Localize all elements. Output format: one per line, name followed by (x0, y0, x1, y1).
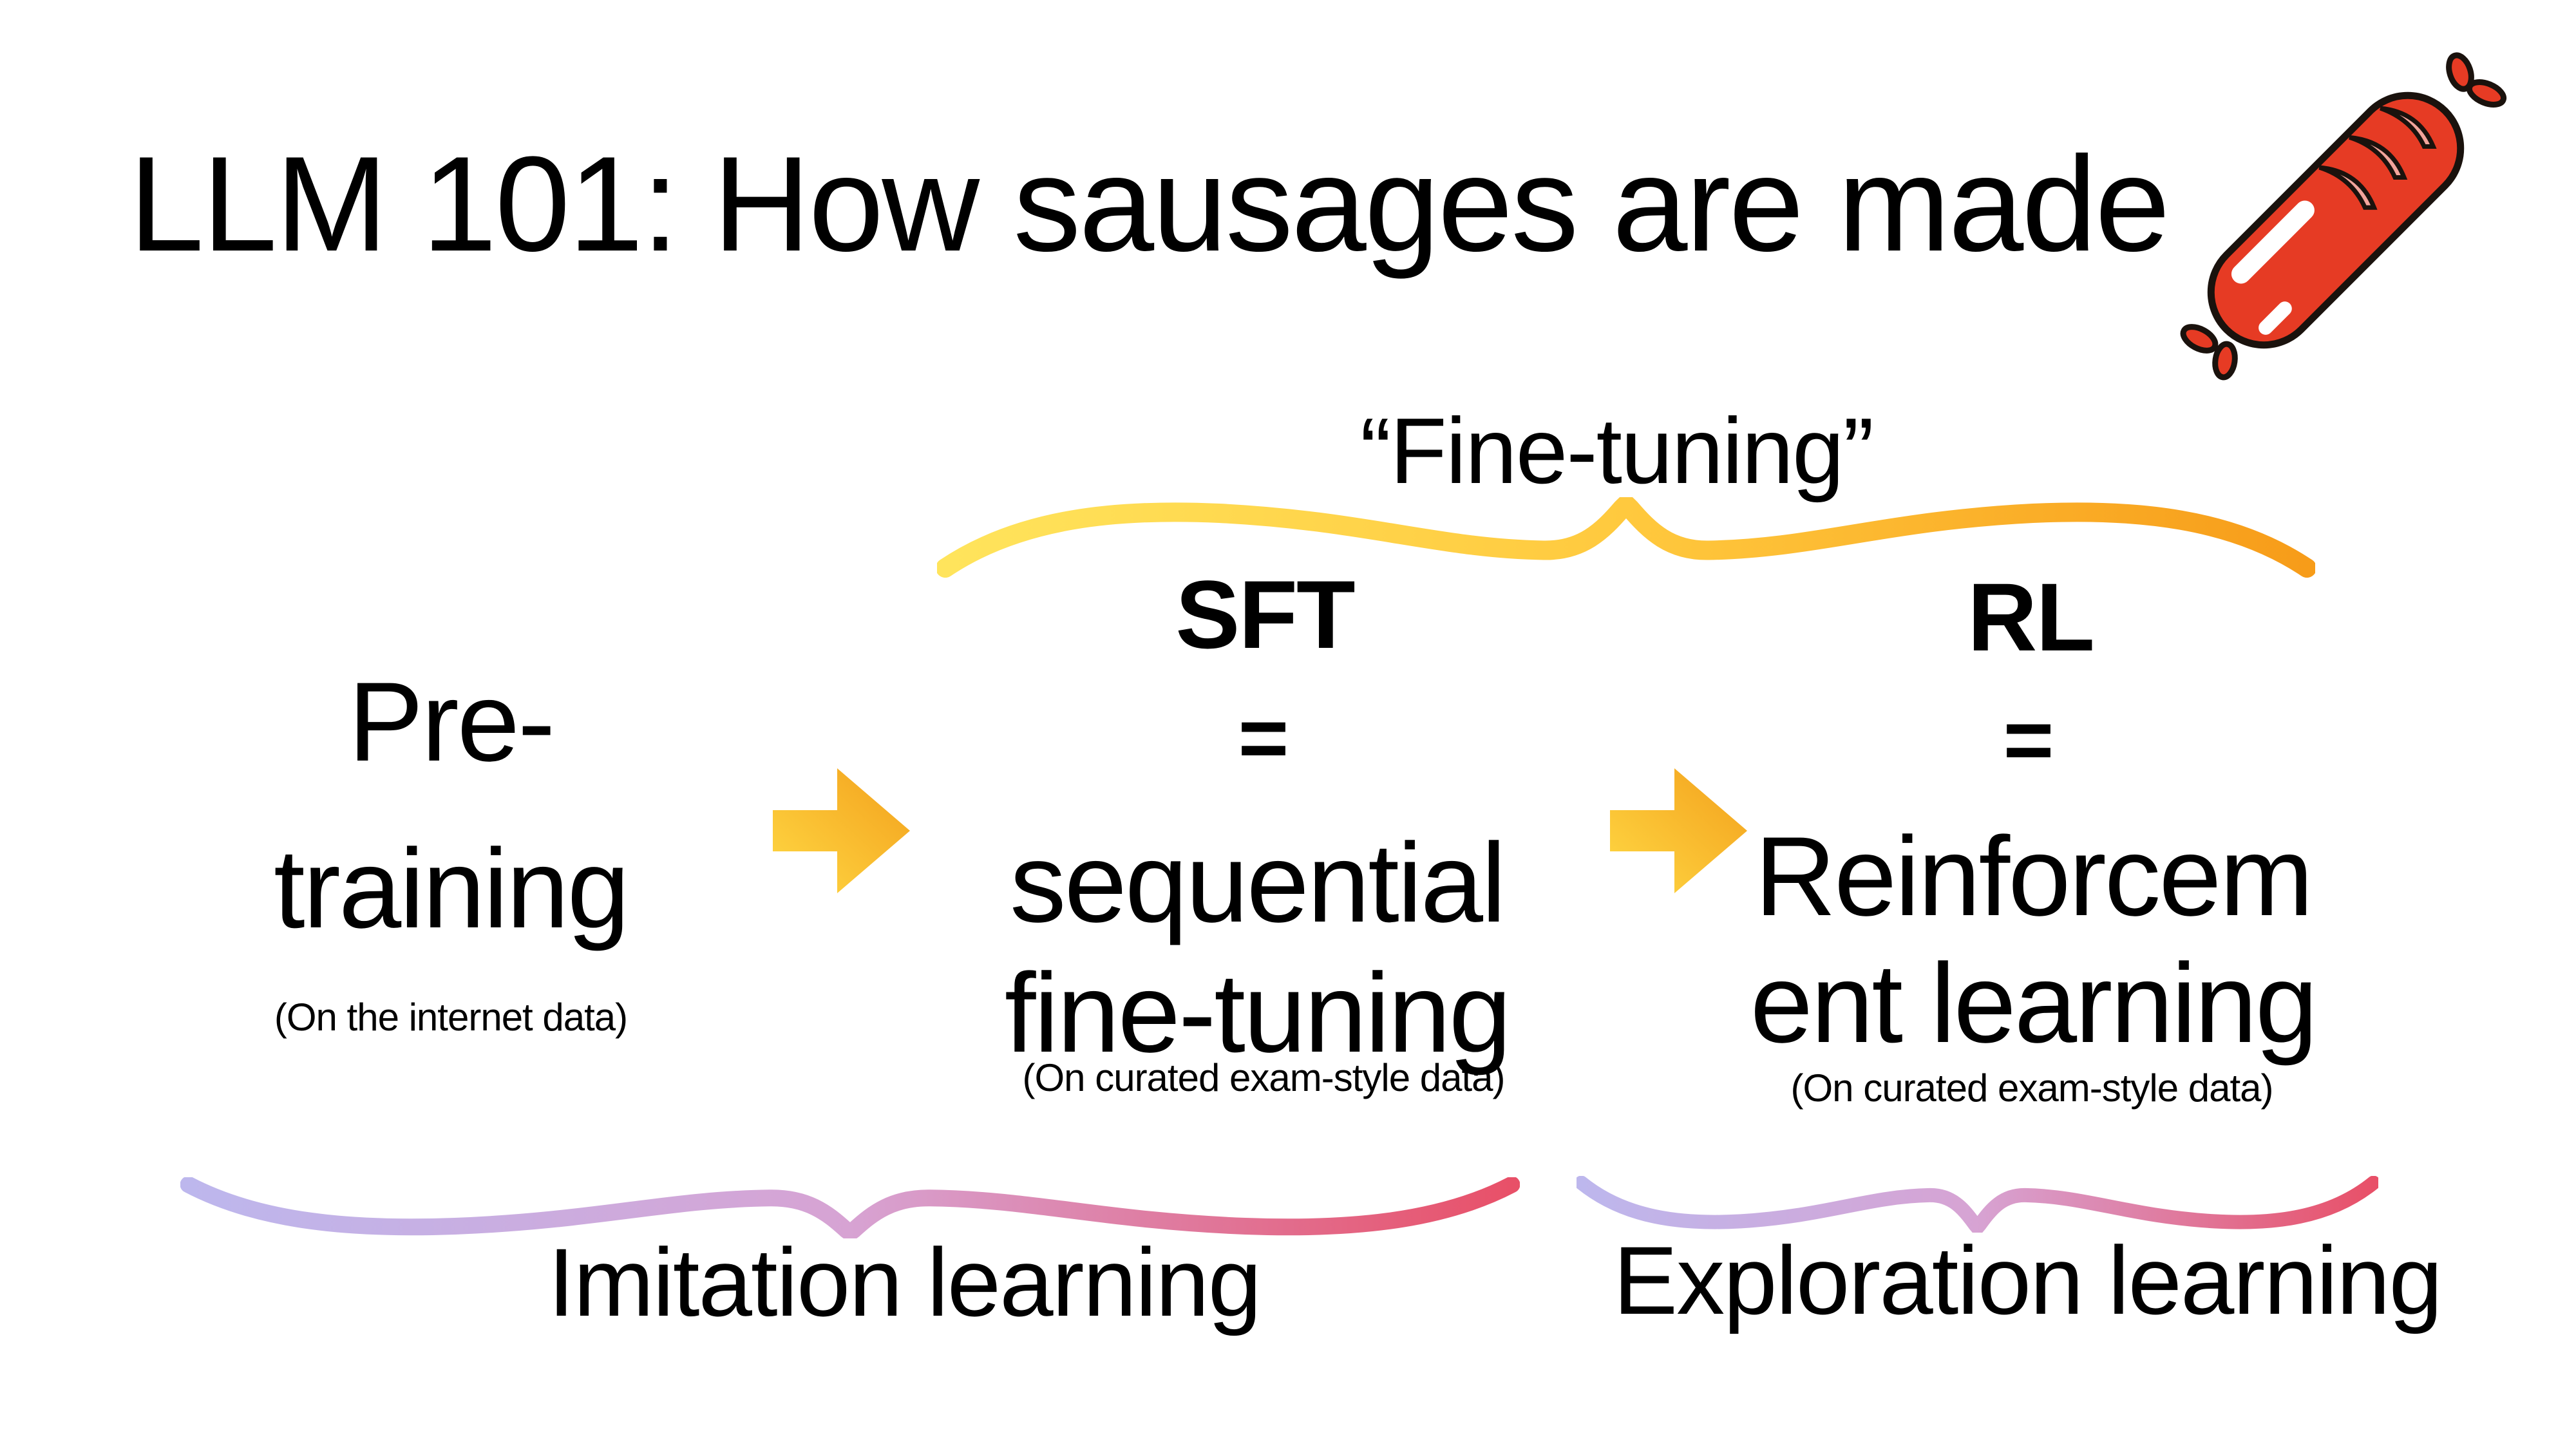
rl-line2: ent learning (1750, 941, 2318, 1066)
sausage-highlight (2231, 200, 2315, 284)
right-arrow-shape (773, 768, 910, 893)
right-arrow-icon (773, 768, 910, 893)
imitation-brace-path (188, 1184, 1511, 1233)
sft-equals: = (1238, 689, 1289, 786)
slide-title: LLM 101: How sausages are made (129, 128, 2170, 279)
fine-tuning-brace-icon (937, 497, 2315, 578)
sausage-knot-top (2446, 52, 2507, 108)
sausage-cut (2318, 165, 2378, 210)
sausage-body-group (2207, 91, 2465, 349)
rl-equals: = (2003, 691, 2054, 788)
sft-caption: (On curated exam-style data) (1022, 1056, 1506, 1099)
rl-abbr: RL (1967, 563, 2095, 671)
sft-line1: sequential (1010, 820, 1506, 946)
sausage-highlight-small (2259, 301, 2292, 335)
sft-line2: fine-tuning (1004, 951, 1511, 1076)
sausage-cut (2349, 135, 2408, 180)
exploration-brace-path (1581, 1183, 2373, 1228)
sausage-body (2207, 91, 2465, 349)
sausage-cut (2380, 106, 2437, 149)
rl-caption: (On curated exam-style data) (1790, 1066, 2274, 1110)
fine-tuning-label: “Fine-tuning” (1360, 399, 1874, 503)
exploration-learning-label: Exploration learning (1613, 1226, 2443, 1334)
sft-abbr: SFT (1175, 560, 1355, 668)
imitation-brace-icon (180, 1177, 1520, 1238)
pretraining-caption: (On the internet data) (274, 996, 628, 1039)
pretraining-line2: training (274, 826, 630, 952)
sausage-icon (2180, 52, 2507, 381)
imitation-learning-label: Imitation learning (547, 1228, 1262, 1336)
exploration-brace-icon (1577, 1176, 2378, 1233)
rl-line1: Reinforcem (1754, 814, 2314, 940)
fine-tuning-brace-path (945, 504, 2307, 568)
right-arrow-shape (1610, 768, 1747, 893)
sausage-knot-bottom (2180, 324, 2238, 381)
right-arrow-icon (1610, 768, 1747, 893)
pretraining-line1: Pre- (348, 659, 556, 785)
